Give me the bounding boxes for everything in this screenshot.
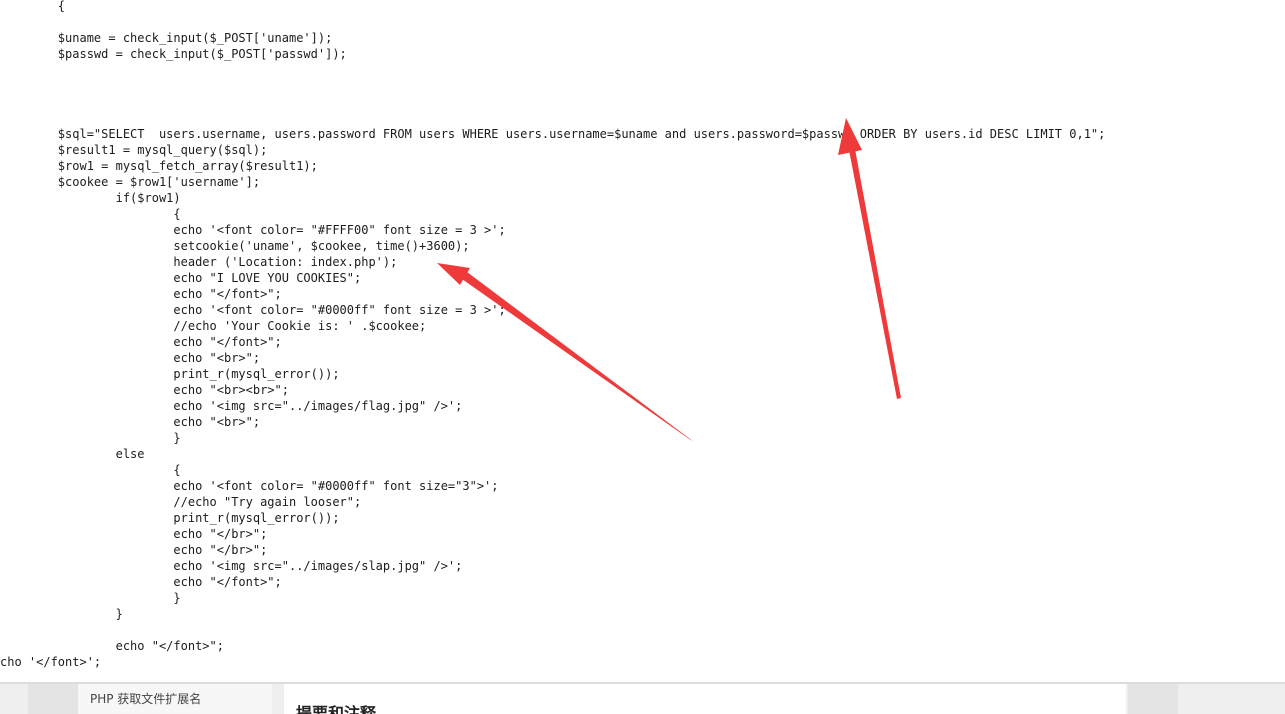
code-line: $row1 = mysql_fetch_array($result1); — [0, 159, 318, 173]
code-line: print_r(mysql_error()); — [0, 511, 340, 525]
code-line: echo '<font color= "#0000ff" font size="… — [0, 479, 499, 493]
code-line: echo '<img src="../images/slap.jpg" />'; — [0, 559, 463, 573]
code-line: $passwd = check_input($_POST['passwd']); — [0, 47, 347, 61]
code-line: print_r(mysql_error()); — [0, 367, 340, 381]
content-area — [284, 684, 1126, 714]
code-line: { — [0, 0, 66, 13]
code-line: echo "</font>"; — [0, 575, 282, 589]
code-line: { — [0, 463, 181, 477]
code-line: echo "<br>"; — [0, 351, 261, 365]
right-panel — [1128, 684, 1178, 714]
code-line: echo '<img src="../images/flag.jpg" />'; — [0, 399, 463, 413]
code-line: } — [0, 591, 181, 605]
code-line: echo "<br>"; — [0, 415, 261, 429]
code-line: echo '<font color= "#0000ff" font size =… — [0, 303, 506, 317]
code-line: echo '<font color= "#FFFF00" font size =… — [0, 223, 506, 237]
code-line: echo "</font>"; — [0, 287, 282, 301]
code-line: } — [0, 431, 181, 445]
code-line: $sql="SELECT users.username, users.passw… — [0, 127, 1106, 141]
code-line: echo "<br><br>"; — [0, 383, 289, 397]
code-line: if($row1) — [0, 191, 181, 205]
sidebar — [78, 684, 272, 714]
background-page: PHP 获取文件扩展名 提要和注释 — [0, 682, 1285, 714]
code-line: else — [0, 447, 145, 461]
left-gutter — [28, 684, 78, 714]
code-line: $result1 = mysql_query($sql); — [0, 143, 268, 157]
code-line: { — [0, 207, 181, 221]
code-line: $cookee = $row1['username']; — [0, 175, 261, 189]
code-line: setcookie('uname', $cookee, time()+3600)… — [0, 239, 470, 253]
code-line: echo "</font>"; — [0, 639, 224, 653]
code-line: } — [0, 607, 123, 621]
code-line: echo "I LOVE YOU COOKIES"; — [0, 271, 362, 285]
code-line: echo "</br>"; — [0, 543, 268, 557]
code-line: cho '</font>'; — [0, 655, 102, 669]
divider — [0, 682, 1285, 684]
sidebar-item-php-extension[interactable]: PHP 获取文件扩展名 — [90, 692, 202, 706]
code-editor[interactable]: { $uname = check_input($_POST['uname']);… — [0, 0, 1285, 682]
code-line: echo "</font>"; — [0, 335, 282, 349]
content-heading: 提要和注释 — [296, 704, 377, 714]
code-line: $uname = check_input($_POST['uname']); — [0, 31, 333, 45]
code-line: header ('Location: index.php'); — [0, 255, 398, 269]
code-line: //echo "Try again looser"; — [0, 495, 362, 509]
code-line: //echo 'Your Cookie is: ' .$cookee; — [0, 319, 427, 333]
code-line: echo "</br>"; — [0, 527, 268, 541]
